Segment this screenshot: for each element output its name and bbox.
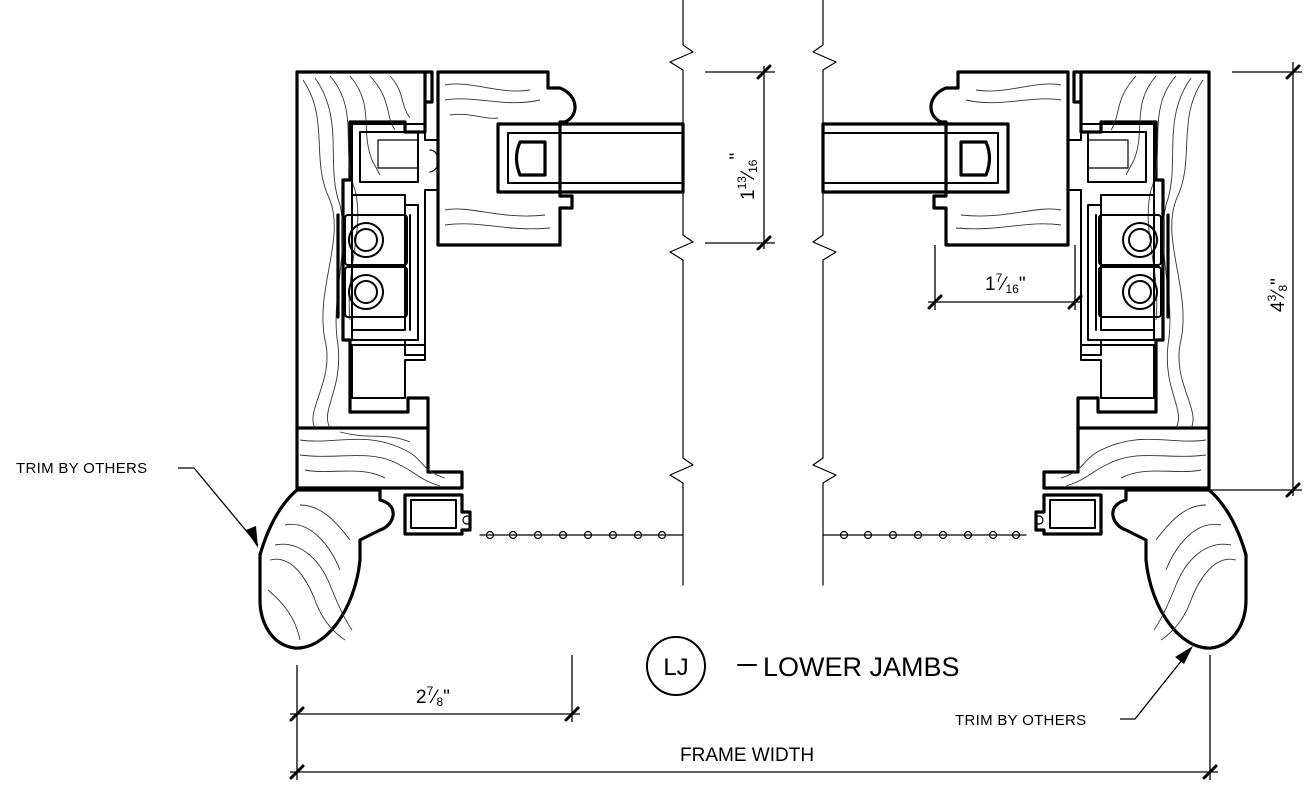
arrowhead-icon — [246, 526, 258, 548]
left-screen-chain — [479, 530, 684, 540]
dim-jamb-depth-label: 27⁄8" — [416, 684, 450, 709]
detail-tag: LJ — [663, 654, 688, 681]
note-trim-left-text: TRIM BY OTHERS — [16, 460, 147, 477]
detail-tag-circle — [646, 636, 706, 696]
dim-sash-thickness: 113⁄16" — [705, 64, 775, 251]
arrowhead-icon — [1175, 646, 1193, 664]
left-aluminum-frame — [336, 123, 439, 399]
dim-sash-thickness-label: 113⁄16" — [727, 153, 760, 200]
left-glazing — [496, 122, 685, 194]
left-jamb-assembly — [258, 0, 694, 650]
dim-frame-width: FRAME WIDTH — [289, 655, 1218, 780]
detail-title: LJ LOWER JAMBS — [646, 636, 960, 696]
dim-frame-width-label: FRAME WIDTH — [680, 745, 814, 766]
note-trim-right-text: TRIM BY OTHERS — [955, 712, 1086, 729]
dim-jamb-depth: 27⁄8" — [289, 655, 580, 722]
dim-frame-depth-label: 43⁄8" — [1265, 278, 1290, 312]
left-break-line — [669, 0, 694, 586]
note-trim-right: TRIM BY OTHERS — [955, 646, 1193, 729]
left-fin-profile — [403, 493, 472, 536]
left-trim — [258, 488, 395, 650]
detail-title-text: LOWER JAMBS — [763, 652, 960, 682]
dim-sightline: 17⁄16" — [927, 245, 1083, 310]
left-sash — [436, 70, 577, 247]
right-jamb-assembly — [812, 0, 1248, 650]
dim-frame-depth: 43⁄8" — [1210, 62, 1302, 498]
dim-sightline-label: 17⁄16" — [985, 271, 1026, 296]
left-jamb-grain — [299, 75, 446, 487]
note-trim-left: TRIM BY OTHERS — [16, 460, 259, 548]
